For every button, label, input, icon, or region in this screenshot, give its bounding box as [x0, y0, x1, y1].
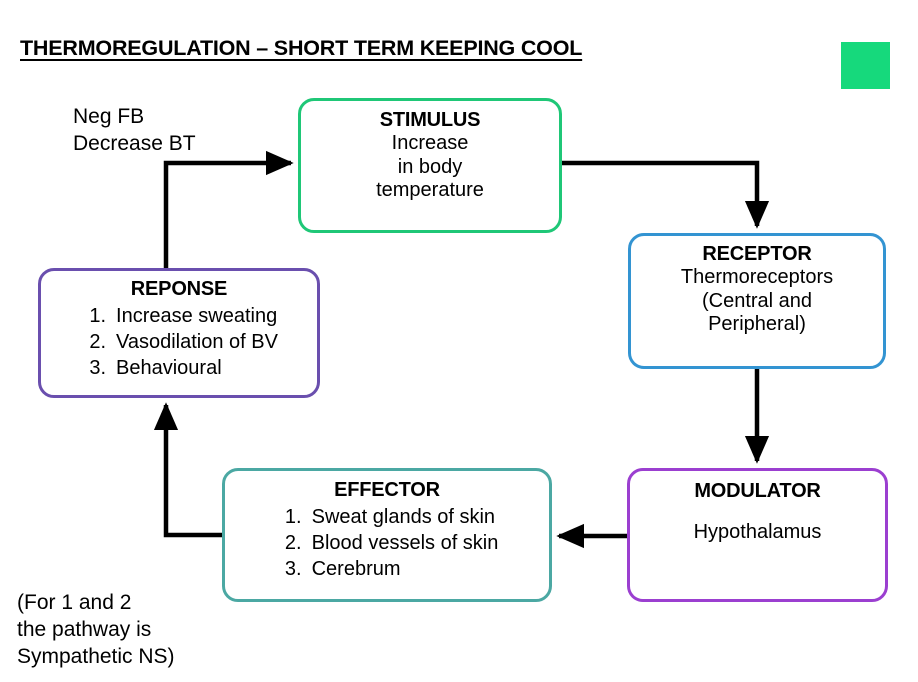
node-effector-title: EFFECTOR	[334, 479, 440, 501]
green-square-decoration	[841, 42, 890, 89]
node-stimulus-title: STIMULUS	[379, 109, 481, 131]
list-item-number: 1.	[284, 506, 302, 528]
node-receptor-body: Thermoreceptors (Central and Peripheral)	[680, 266, 834, 336]
node-reponse-title: REPONSE	[130, 278, 228, 300]
list-item: 1. Increase sweating	[80, 303, 278, 329]
list-item-text: Sweat glands of skin	[311, 506, 496, 528]
node-stimulus-body: Increase in body temperature	[376, 132, 484, 202]
node-stimulus[interactable]: STIMULUS Increase in body temperature	[298, 98, 562, 233]
neg-feedback-label: Neg FB Decrease BT	[73, 105, 196, 155]
list-item: 2. Blood vessels of skin	[276, 530, 499, 556]
list-item-text: Increase sweating	[116, 305, 278, 327]
list-item-text: Cerebrum	[311, 558, 401, 580]
arrow-effector-to-reponse	[153, 402, 222, 538]
sympathetic-ns-note: (For 1 and 2 the pathway is Sympathetic …	[17, 591, 175, 668]
list-item-number: 3.	[284, 558, 302, 580]
list-item-number: 3.	[89, 357, 107, 379]
arrow-reponse-to-stimulus	[163, 150, 294, 268]
node-modulator[interactable]: MODULATOR Hypothalamus	[627, 468, 888, 602]
list-item: 1. Sweat glands of skin	[276, 504, 499, 530]
arrow-stimulus-to-receptor	[562, 160, 770, 229]
node-modulator-title: MODULATOR	[694, 480, 821, 502]
list-item: 3. Cerebrum	[276, 556, 499, 582]
node-modulator-body: Hypothalamus	[693, 521, 822, 543]
list-item-number: 2.	[89, 331, 107, 353]
node-receptor-title: RECEPTOR	[702, 243, 812, 265]
node-effector[interactable]: EFFECTOR 1. Sweat glands of skin 2. Blood v…	[222, 468, 552, 602]
list-item-text: Vasodilation of BV	[116, 331, 278, 353]
node-effector-list: 1. Sweat glands of skin 2. Blood vessels of…	[276, 504, 499, 582]
node-receptor[interactable]: RECEPTOR Thermoreceptors (Central and Pe…	[628, 233, 886, 369]
list-item-number: 1.	[89, 305, 107, 327]
node-reponse[interactable]: REPONSE 1. Increase sweating 2. Vasodilatio…	[38, 268, 320, 398]
list-item: 2. Vasodilation of BV	[80, 329, 278, 355]
list-item-text: Behavioural	[116, 357, 222, 379]
list-item-number: 2.	[284, 532, 302, 554]
list-item: 3. Behavioural	[80, 355, 278, 381]
page-title: THERMOREGULATION – SHORT TERM KEEPING CO…	[20, 36, 583, 60]
list-item-text: Blood vessels of skin	[311, 532, 499, 554]
